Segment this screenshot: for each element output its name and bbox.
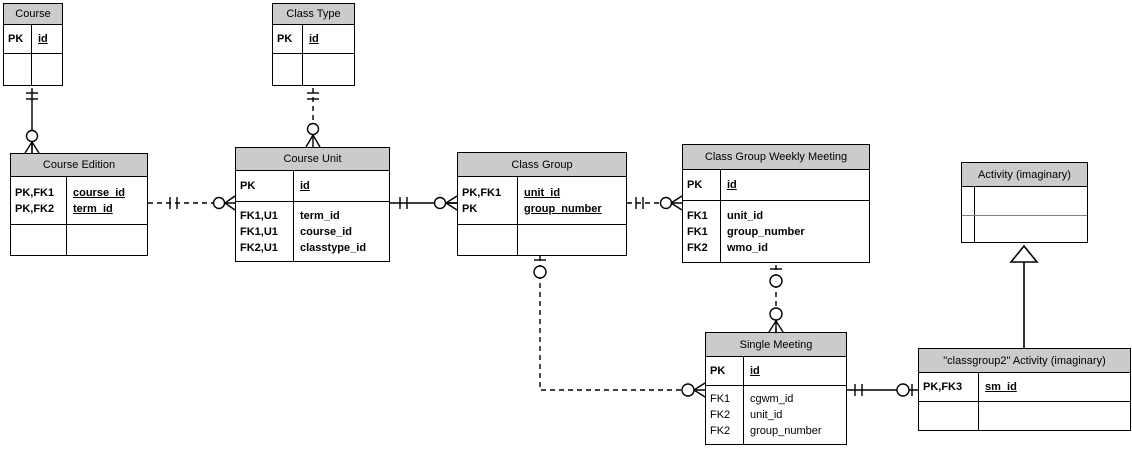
entity-single-meeting[interactable]: Single Meeting PK id FK1 FK2 FK2 cgwm_id… — [705, 332, 847, 445]
connector-classtype-to-courseunit — [305, 88, 321, 148]
crow-foot — [305, 134, 321, 148]
entity-title: Course — [4, 4, 62, 25]
empty-attrs-section — [4, 53, 62, 85]
empty-attrs-section — [458, 224, 626, 255]
entity-class-group[interactable]: Class Group PK,FK1 PK unit_id group_numb… — [457, 152, 627, 256]
row-keys: FK1,U1 — [240, 225, 278, 238]
inheritance-triangle-icon — [1009, 244, 1039, 263]
row-keys: FK2 — [710, 409, 731, 421]
row-field: course_id — [73, 186, 125, 199]
entity-title: Single Meeting — [706, 333, 846, 357]
empty-attrs-section — [11, 224, 147, 255]
row-keys: FK2 — [710, 425, 731, 437]
connector-courseunit-to-classgroup — [390, 195, 458, 211]
row-keys: FK2 — [687, 241, 708, 254]
entity-title: Class Group — [458, 153, 626, 177]
zero-circle — [306, 122, 320, 136]
row-field: term_id — [300, 209, 340, 222]
row-field: id — [727, 179, 737, 191]
crow-foot — [693, 382, 706, 398]
row-keys: FK1 — [687, 209, 708, 222]
row-field: classtype_id — [300, 241, 367, 254]
row-keys: PK — [277, 33, 293, 45]
zero-circle — [433, 196, 447, 210]
entity-course-edition[interactable]: Course Edition PK,FK1 PK,FK2 course_id t… — [10, 153, 148, 256]
row-field: unit_id — [750, 409, 783, 421]
row-field: group_number — [524, 202, 602, 215]
zero-circle — [769, 307, 783, 321]
empty-attrs-section — [273, 53, 354, 85]
connector-classgroup-to-cgwm — [627, 195, 683, 211]
zero-circle — [212, 196, 226, 210]
zero-circle — [659, 196, 673, 210]
row-field: id — [309, 33, 319, 45]
crow-foot — [24, 141, 40, 154]
row-field: group_number — [727, 225, 805, 238]
row-keys: FK1 — [687, 225, 708, 238]
row-field: wmo_id — [727, 241, 768, 254]
connector-courseedition-to-courseunit — [148, 195, 236, 211]
crow-foot — [445, 195, 458, 211]
connector-singlemeeting-to-classgroup2 — [847, 383, 918, 397]
row-keys: PK — [240, 180, 256, 192]
crow-foot — [768, 320, 784, 333]
row-keys: PK,FK2 — [15, 202, 55, 215]
entity-class-group-weekly-meeting[interactable]: Class Group Weekly Meeting PK id FK1 FK1… — [682, 144, 870, 263]
row-keys: PK,FK1 — [15, 186, 55, 199]
row-keys: PK — [8, 33, 24, 45]
zero-circle — [896, 383, 910, 397]
row-keys: FK1,U1 — [240, 209, 278, 222]
entity-title: "classgroup2" Activity (imaginary) — [919, 349, 1130, 373]
row-keys: PK,FK1 — [462, 186, 502, 199]
row-keys: PK — [710, 365, 726, 377]
crow-foot — [670, 195, 683, 211]
row-keys: FK1 — [710, 393, 731, 405]
row-field: group_number — [750, 425, 822, 437]
zero-circle — [533, 265, 547, 279]
connector-inheritance-classgroup2-to-activity — [1009, 244, 1039, 348]
connector-cgwm-to-singlemeeting — [768, 265, 784, 333]
row-field: cgwm_id — [750, 393, 794, 405]
row-field: id — [300, 180, 310, 192]
row-field: course_id — [300, 225, 352, 238]
connector-classgroup-to-singlemeeting — [533, 256, 706, 398]
row-field: term_id — [73, 202, 113, 215]
entity-course-unit[interactable]: Course Unit PK id FK1,U1 FK1,U1 FK2,U1 t… — [235, 147, 390, 262]
row-field: id — [38, 33, 48, 45]
zero-circle — [25, 129, 39, 143]
row-field: unit_id — [524, 186, 561, 199]
empty-attrs-section — [919, 401, 1130, 430]
entity-course[interactable]: Course PK id — [3, 3, 63, 86]
row-field: unit_id — [727, 209, 764, 222]
row-keys: PK — [462, 202, 478, 215]
row-keys: FK2,U1 — [240, 241, 278, 254]
connector-course-to-course-edition — [24, 88, 40, 154]
entity-activity-imaginary[interactable]: Activity (imaginary) — [961, 162, 1088, 243]
empty-pk-section — [962, 187, 1087, 215]
zero-circle — [681, 383, 695, 397]
entity-classgroup2-activity-imaginary[interactable]: "classgroup2" Activity (imaginary) PK,FK… — [918, 348, 1131, 431]
entity-title: Course Edition — [11, 154, 147, 177]
entity-title: Activity (imaginary) — [962, 163, 1087, 187]
row-field: sm_id — [985, 381, 1017, 393]
entity-title: Class Type — [273, 4, 354, 25]
row-keys: PK — [687, 179, 703, 191]
entity-title: Class Group Weekly Meeting — [683, 145, 869, 170]
entity-class-type[interactable]: Class Type PK id — [272, 3, 355, 86]
row-field: id — [750, 365, 760, 377]
row-keys: PK,FK3 — [923, 381, 963, 393]
zero-circle — [769, 274, 783, 288]
entity-title: Course Unit — [236, 148, 389, 171]
crow-foot — [224, 195, 236, 211]
empty-attrs-section — [962, 215, 1087, 242]
